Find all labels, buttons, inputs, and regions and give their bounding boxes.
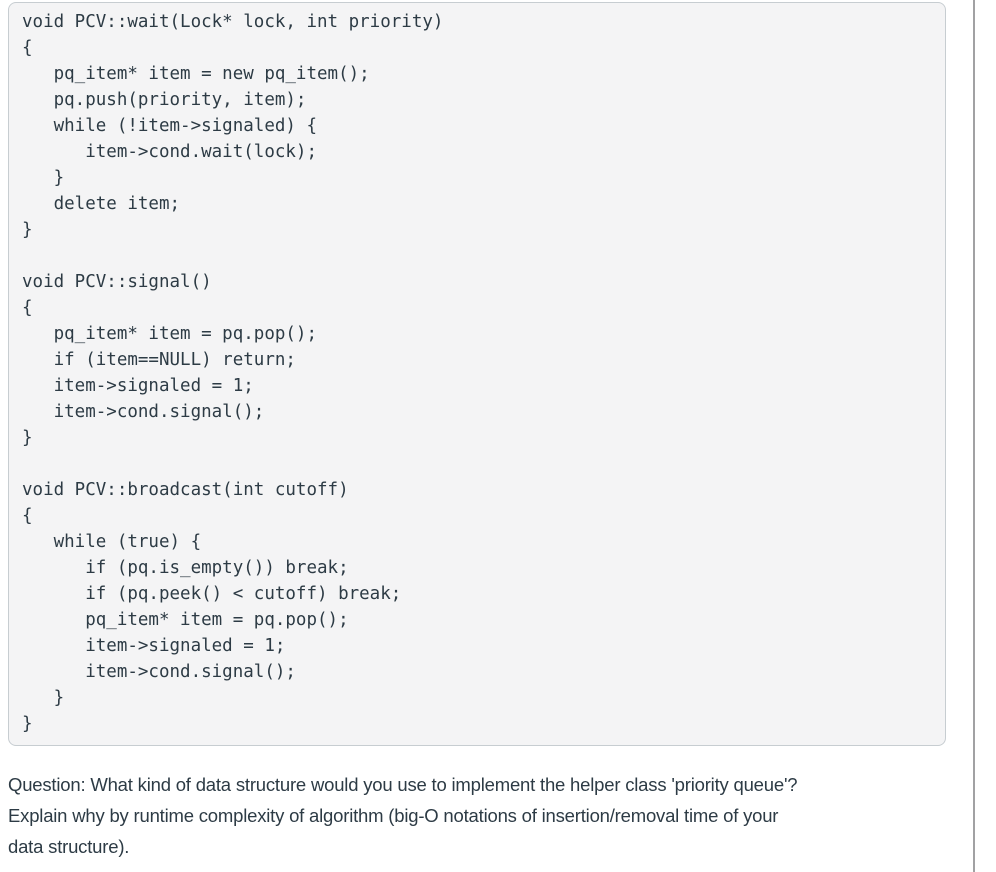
pane-divider (973, 0, 975, 872)
code-block-container: void PCV::wait(Lock* lock, int priority)… (8, 2, 946, 746)
code-block: void PCV::wait(Lock* lock, int priority)… (22, 12, 444, 734)
question-line-2: Explain why by runtime complexity of alg… (8, 805, 779, 826)
question-line-3: data structure). (8, 836, 130, 857)
question-text: Question: What kind of data structure wo… (8, 769, 953, 862)
question-line-1: Question: What kind of data structure wo… (8, 774, 798, 795)
